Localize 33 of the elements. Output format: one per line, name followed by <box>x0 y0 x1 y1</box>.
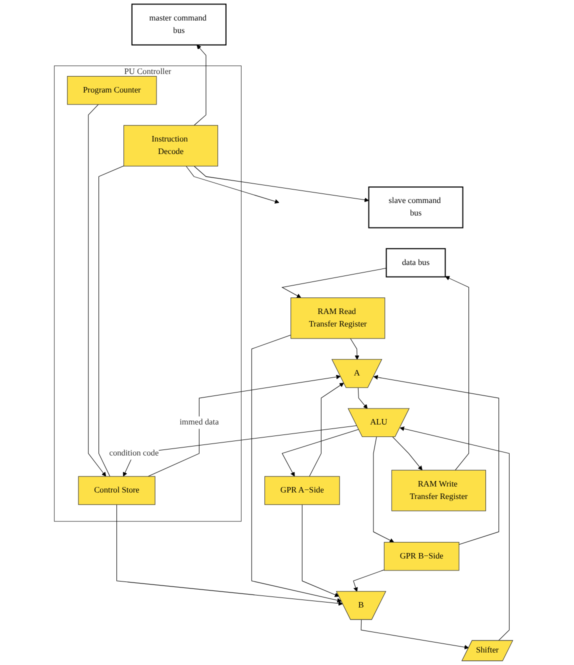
arrow <box>373 436 394 542</box>
arrow <box>353 570 384 592</box>
arrow <box>309 382 344 477</box>
node-box: Control Store <box>78 476 156 505</box>
node-box: GPR B−Side <box>384 542 460 571</box>
arrow <box>360 620 469 650</box>
node-box: master command bus <box>131 4 226 46</box>
connector <box>98 166 124 477</box>
arrow <box>392 436 422 470</box>
edge-label: immed data <box>180 418 219 427</box>
node-box: Instruction Decode <box>124 125 218 166</box>
arrow <box>194 166 369 202</box>
arrow <box>194 44 206 126</box>
node-box: data bus <box>386 248 446 278</box>
arrow <box>350 338 360 360</box>
arrow <box>251 334 342 603</box>
arrow <box>88 104 106 477</box>
edge-label: condition code <box>109 448 159 458</box>
node-box: Program Counter <box>67 76 157 105</box>
node-box: slave command bus <box>368 186 464 228</box>
arrow <box>281 268 387 298</box>
arrow <box>148 374 341 477</box>
node-box: RAM Read Transfer Register <box>290 298 386 339</box>
arrow <box>302 504 340 597</box>
arrow <box>445 276 470 470</box>
arrow <box>400 426 510 641</box>
arrow <box>186 166 280 204</box>
arrow <box>373 375 500 545</box>
node-box: GPR A−Side <box>264 476 340 505</box>
arrow <box>282 429 359 477</box>
arrow <box>358 388 368 409</box>
arrow <box>116 504 343 606</box>
node-box: RAM Write Transfer Register <box>391 470 486 512</box>
